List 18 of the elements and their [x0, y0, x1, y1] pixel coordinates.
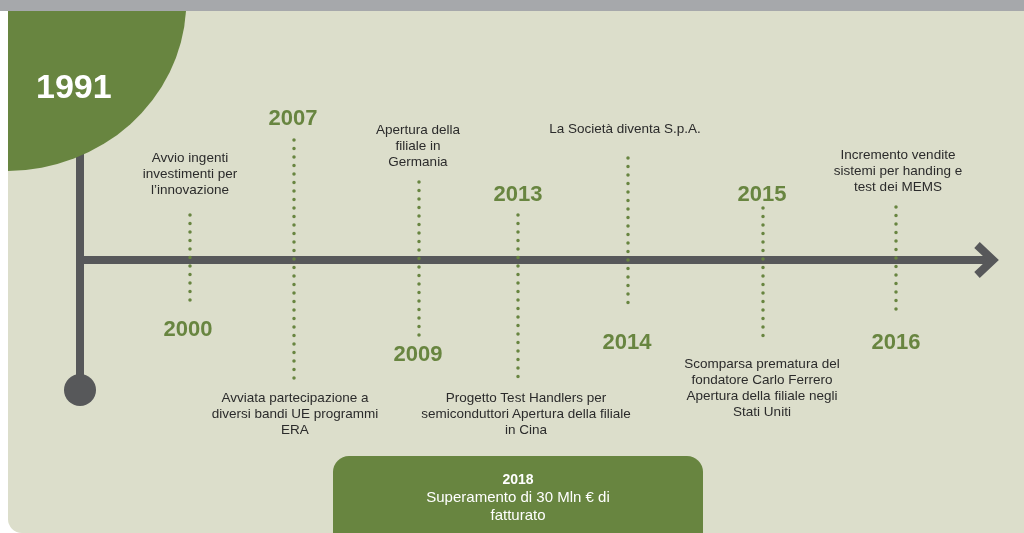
year-label: 2015 — [737, 181, 787, 207]
event-text: Avviata partecipazione a diversi bandi UE programmi ERA — [210, 390, 380, 438]
year-heading: 1991 — [36, 67, 112, 106]
event-text: Incremento vendite sistemi per handing e test dei MEMS — [832, 147, 964, 195]
event-text: Progetto Test Handlers per semiconduttori Apertura della filiale in Cina — [421, 390, 631, 438]
year-label: 2000 — [163, 316, 213, 342]
event-text: Scomparsa prematura del fondatore Carlo Ferrero Apertura della filiale negli Stati Uniti — [683, 356, 841, 420]
year-label: 2009 — [393, 341, 443, 367]
year-label: 2007 — [268, 105, 318, 131]
event-text: La Società diventa S.p.A. — [548, 121, 702, 137]
event-text: Avvio ingenti investimenti per l’innovazione — [141, 150, 239, 198]
year-label: 2013 — [493, 181, 543, 207]
event-text: Apertura della filiale in Germania — [374, 122, 462, 170]
year-label: 2016 — [871, 329, 921, 355]
year-label: 2018 — [501, 470, 535, 488]
milestone-text: Superamento di 30 Mln € di fatturato — [425, 488, 611, 524]
milestone-box — [333, 456, 703, 533]
year-label: 2014 — [602, 329, 652, 355]
